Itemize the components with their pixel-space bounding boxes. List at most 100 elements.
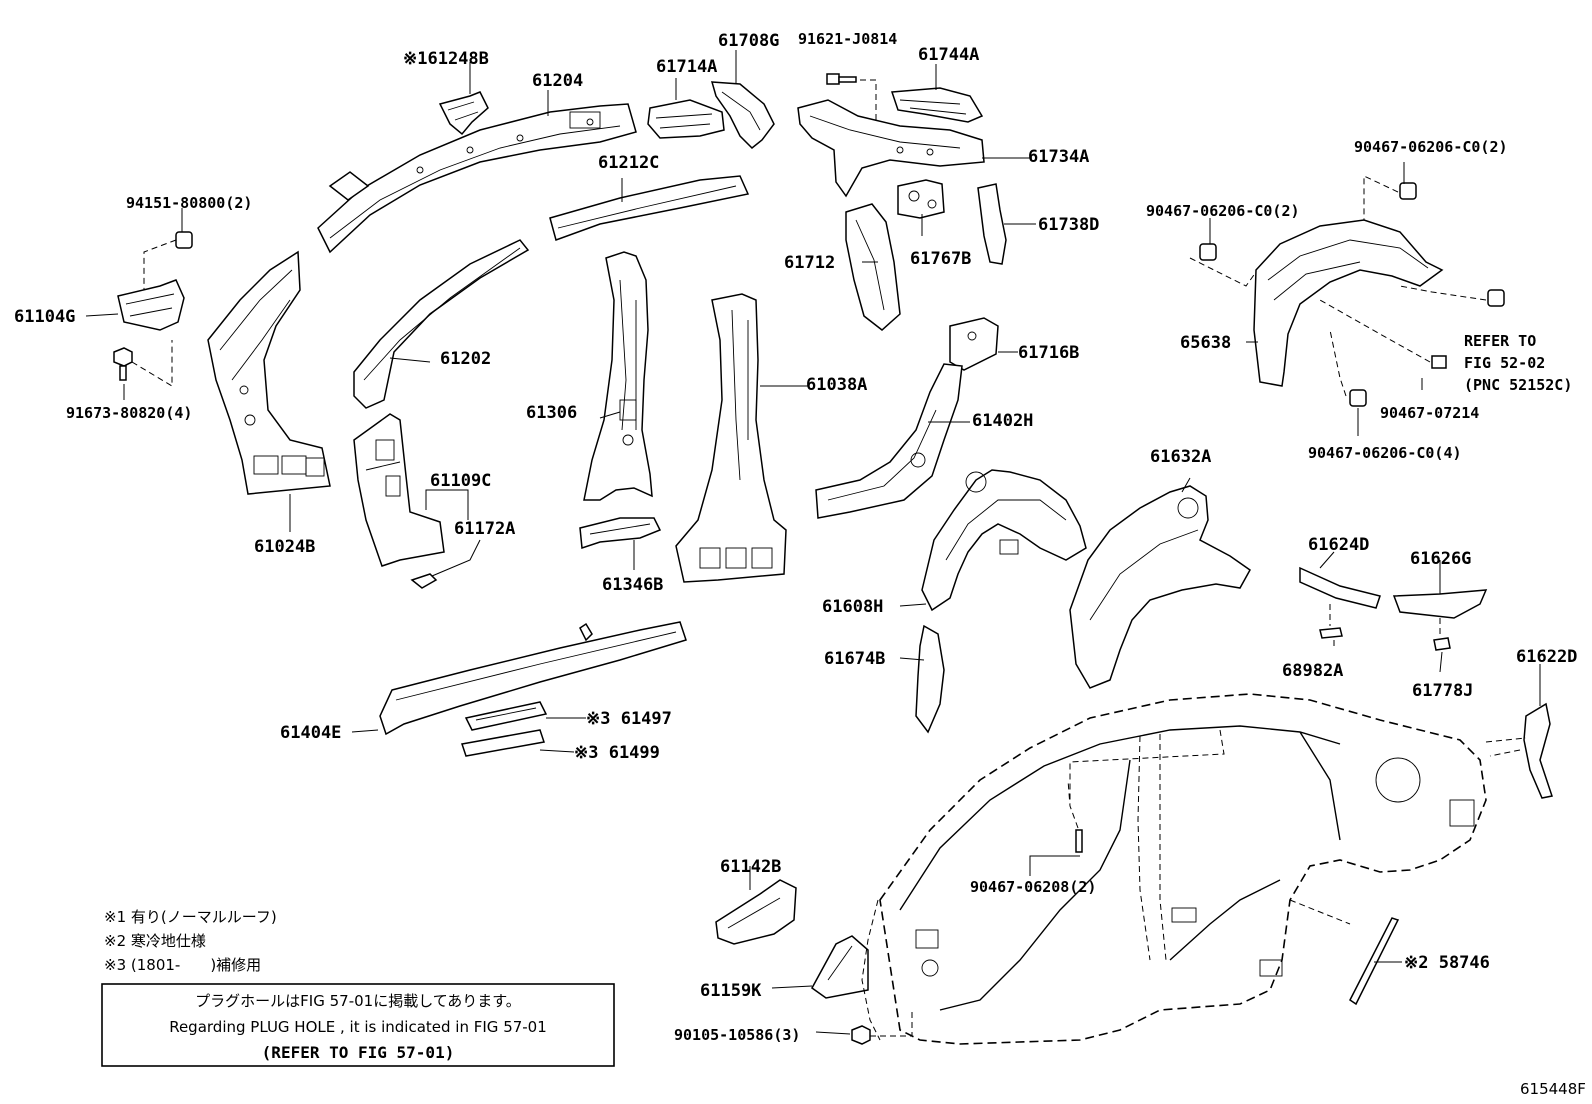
label-61346B: 61346B — [602, 575, 663, 595]
part-61767B-drawing — [897, 179, 945, 219]
label-61608H: 61608H — [822, 597, 883, 617]
label-61767B: 61767B — [910, 249, 971, 269]
label-61204: 61204 — [532, 71, 583, 91]
note-3: ※3 (1801- )補修用 — [104, 956, 261, 974]
label-61499: ※3 61499 — [574, 743, 660, 763]
part-61024B-drawing — [207, 250, 331, 495]
part-61708G-drawing — [710, 81, 775, 150]
label-61024B: 61024B — [254, 537, 315, 557]
label-90467-06206-c: 90467-06206-C0(4) — [1308, 444, 1462, 462]
part-61778J-drawing — [1433, 637, 1451, 651]
part-labels: ※161248B 61204 61714A 61708G 91621-J0814… — [14, 30, 1577, 1044]
part-61404E-drawing — [379, 621, 687, 736]
part-90105-drawing — [851, 1010, 913, 1045]
part-91621-drawing — [826, 73, 877, 120]
part-90467-clip-d — [1431, 355, 1447, 369]
label-61402H: 61402H — [972, 411, 1033, 431]
box-line-english: Regarding PLUG HOLE , it is indicated in… — [169, 1018, 547, 1036]
label-65638: 65638 — [1180, 333, 1231, 353]
part-90467-clip-b — [1199, 243, 1217, 261]
part-61306-drawing — [583, 251, 653, 501]
label-pnc-52152c: (PNC 52152C) — [1464, 376, 1572, 394]
label-61142B: 61142B — [720, 857, 781, 877]
part-61402H-drawing — [815, 363, 963, 519]
label-fig-52-02: FIG 52-02 — [1464, 354, 1545, 372]
label-61212C: 61212C — [598, 153, 659, 173]
label-61714A: 61714A — [656, 57, 717, 77]
label-94151-80800: 94151-80800(2) — [126, 194, 252, 212]
label-61626G: 61626G — [1410, 549, 1471, 569]
part-61499-drawing — [461, 729, 545, 757]
label-refer-to: REFER TO — [1464, 332, 1536, 350]
label-90467-06208: 90467-06208(2) — [970, 878, 1096, 896]
part-61104G-drawing — [117, 279, 185, 331]
label-61248B: ※161248B — [403, 49, 489, 69]
part-61674B-drawing — [915, 624, 945, 734]
label-61674B: 61674B — [824, 649, 885, 669]
part-61109C-drawing — [353, 413, 445, 567]
label-61104G: 61104G — [14, 307, 75, 327]
label-61404E: 61404E — [280, 723, 341, 743]
part-68982A-drawing — [1319, 627, 1343, 639]
part-61714A-drawing — [647, 99, 725, 139]
label-58746: ※2 58746 — [1404, 953, 1490, 973]
part-61738D-drawing — [977, 183, 1007, 265]
part-61142B-drawing — [715, 879, 797, 945]
label-61738D: 61738D — [1038, 215, 1099, 235]
label-61038A: 61038A — [806, 375, 867, 395]
label-61744A: 61744A — [918, 45, 979, 65]
box-line-refer: (REFER TO FIG 57-01) — [262, 1043, 455, 1062]
label-61624D: 61624D — [1308, 535, 1369, 555]
leader-lines — [85, 50, 1541, 1035]
part-61734A-drawing — [797, 99, 985, 198]
part-61204-drawing — [317, 103, 637, 254]
part-61624D-drawing — [1299, 566, 1381, 609]
part-61497-drawing — [464, 701, 548, 731]
part-61248B-drawing — [438, 91, 489, 136]
label-61306: 61306 — [526, 403, 577, 423]
part-90467-clip-c — [1487, 289, 1505, 307]
body-side-assembly — [861, 693, 1527, 1045]
part-94151-drawing — [143, 231, 193, 300]
label-61712: 61712 — [784, 253, 835, 273]
label-61632A: 61632A — [1150, 447, 1211, 467]
label-68982A: 68982A — [1282, 661, 1343, 681]
figure-id: 615448F — [1520, 1080, 1586, 1098]
notes-block: ※1 有り(ノーマルルーフ) ※2 寒冷地仕様 ※3 (1801- )補修用 — [104, 908, 277, 974]
label-61708G: 61708G — [718, 31, 779, 51]
label-61716B: 61716B — [1018, 343, 1079, 363]
label-61109C: 61109C — [430, 471, 491, 491]
part-61622D-drawing — [1489, 702, 1553, 799]
part-61716B-drawing — [949, 317, 999, 371]
label-61159K: 61159K — [700, 981, 762, 1001]
part-61744A-drawing — [890, 87, 984, 123]
label-61497: ※3 61497 — [586, 709, 672, 729]
part-90467-clip-e — [1349, 389, 1367, 407]
label-90467-07214: 90467-07214 — [1380, 404, 1479, 422]
note-2: ※2 寒冷地仕様 — [104, 932, 206, 950]
label-61622D: 61622D — [1516, 647, 1577, 667]
label-91673-80820: 91673-80820(4) — [66, 404, 192, 422]
part-61346B-drawing — [579, 517, 662, 550]
label-90105-10586: 90105-10586(3) — [674, 1026, 800, 1044]
part-65638-drawing — [1253, 219, 1444, 387]
part-61202-drawing — [353, 239, 530, 409]
label-61172A: 61172A — [454, 519, 515, 539]
part-61712-drawing — [845, 203, 901, 331]
part-61159K-drawing — [811, 935, 869, 999]
part-58746-drawing — [1349, 917, 1400, 1006]
label-61202: 61202 — [440, 349, 491, 369]
part-61172A-drawing — [410, 573, 438, 589]
note-1: ※1 有り(ノーマルルーフ) — [104, 908, 277, 926]
part-61212C-drawing — [549, 175, 750, 241]
plug-hole-reference-box: プラグホールはFIG 57-01に掲載してあります。 Regarding PLU… — [101, 983, 615, 1067]
label-90467-06206-b: 90467-06206-C0(2) — [1146, 202, 1300, 220]
label-61778J: 61778J — [1412, 681, 1473, 701]
part-61626G-drawing — [1392, 589, 1488, 619]
part-91673-drawing — [113, 340, 173, 387]
part-90467-clip-a — [1399, 182, 1417, 200]
part-61632A-drawing — [1069, 485, 1251, 689]
label-90467-06206-a: 90467-06206-C0(2) — [1354, 138, 1508, 156]
